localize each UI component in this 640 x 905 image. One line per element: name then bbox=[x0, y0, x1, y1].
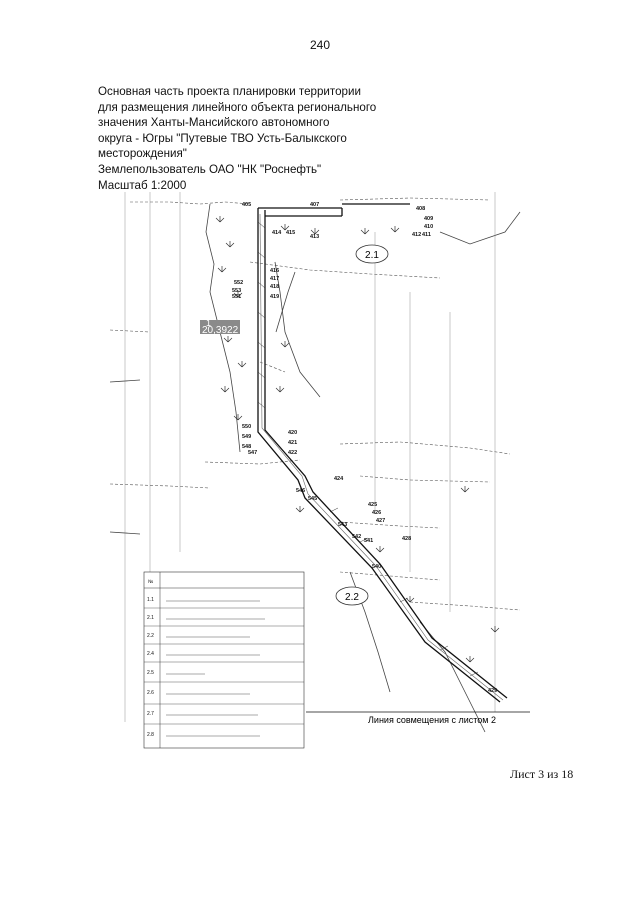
zone-label: 2.1 bbox=[365, 250, 379, 261]
point-label: 405 bbox=[242, 202, 251, 208]
point-label: 547 bbox=[248, 450, 257, 456]
corridor-hatching bbox=[257, 221, 479, 677]
planning-map: 2.1 2.2 1 20,3922 405 407 408 409 410 41… bbox=[110, 192, 530, 749]
point-label: 408 bbox=[416, 206, 425, 212]
point-label: 548 bbox=[242, 444, 251, 450]
point-label: 407 bbox=[310, 202, 319, 208]
point-label: 550 bbox=[242, 424, 251, 430]
plot-label: 1 20,3922 bbox=[200, 318, 240, 336]
legend-row-number: 2.8 bbox=[147, 732, 154, 738]
title-line: месторождения" bbox=[98, 147, 187, 161]
point-label: 425 bbox=[368, 502, 377, 508]
point-label: 420 bbox=[288, 430, 297, 436]
legend-rows bbox=[144, 607, 304, 725]
title-line: округа - Югры "Путевые ТВО Усть-Балыкско… bbox=[98, 131, 347, 145]
point-label: 545 bbox=[308, 496, 317, 502]
plot-area: 20,3922 bbox=[202, 325, 239, 336]
point-labels: 405 407 408 409 410 411 412 413 414 415 … bbox=[232, 202, 497, 694]
match-line-label: Линия совмещения с листом 2 bbox=[368, 715, 496, 725]
legend-row-number: 2.2 bbox=[147, 633, 154, 639]
point-label: 410 bbox=[424, 224, 433, 230]
legend-row-number: 1.1 bbox=[147, 597, 154, 603]
point-label: 412 bbox=[412, 232, 421, 238]
plot-number: 1 bbox=[206, 318, 211, 328]
page-number: 240 bbox=[309, 38, 331, 52]
point-label: 409 bbox=[424, 216, 433, 222]
legend-row-number: 2.6 bbox=[147, 690, 154, 696]
title-line: для размещения линейного объекта региона… bbox=[98, 100, 377, 114]
legend-line-samples bbox=[166, 600, 265, 737]
legend-row-number: 2.1 bbox=[147, 615, 154, 621]
point-label: 541 bbox=[364, 538, 373, 544]
point-label: 549 bbox=[242, 434, 251, 440]
point-label: 415 bbox=[286, 230, 295, 236]
pipeline-corridor bbox=[257, 203, 508, 703]
title-line: Основная часть проекта планировки террит… bbox=[98, 85, 361, 98]
point-label: 429 bbox=[488, 688, 497, 694]
point-label: 417 bbox=[270, 276, 279, 282]
point-label: 427 bbox=[376, 518, 385, 524]
point-label: 419 bbox=[270, 294, 279, 300]
point-label: 421 bbox=[288, 440, 297, 446]
title-line: Масштаб 1:2000 bbox=[98, 178, 187, 192]
legend-row-number: 2.7 bbox=[147, 711, 154, 717]
forest-symbols bbox=[215, 216, 500, 663]
point-label: 546 bbox=[296, 488, 305, 494]
point-label: 543 bbox=[338, 522, 347, 528]
legend-row-number: 2.4 bbox=[147, 651, 154, 657]
title-line: Землепользователь ОАО "НК "Роснефть" bbox=[98, 162, 322, 176]
point-label: 424 bbox=[334, 476, 344, 482]
point-label: 540 bbox=[372, 564, 381, 570]
map-boundaries bbox=[110, 197, 521, 611]
point-label: 428 bbox=[402, 536, 411, 542]
point-label: 422 bbox=[288, 450, 297, 456]
point-label: 553 bbox=[232, 288, 241, 294]
point-label: 418 bbox=[270, 284, 279, 290]
zone-markers: 2.1 2.2 bbox=[335, 244, 389, 606]
title-line: значения Ханты-Мансийского автономного bbox=[98, 116, 330, 130]
point-label: 542 bbox=[352, 534, 361, 540]
point-label: 551 bbox=[232, 294, 241, 300]
point-label: 416 bbox=[270, 268, 279, 274]
point-label: 414 bbox=[272, 230, 282, 236]
point-label: 426 bbox=[372, 510, 381, 516]
sheet-footer: Лист 3 из 18 bbox=[510, 767, 574, 781]
document-title: Основная часть проекта планировки террит… bbox=[98, 84, 398, 193]
legend-table: № 1.1 2.1 2.2 2.4 2.5 2.6 2.7 2.8 bbox=[143, 571, 305, 749]
point-label: 411 bbox=[422, 232, 431, 238]
point-label: 552 bbox=[234, 280, 243, 286]
legend-row-number: № bbox=[148, 579, 153, 585]
point-label: 413 bbox=[310, 234, 319, 240]
legend-row-number: 2.5 bbox=[147, 670, 154, 676]
zone-label: 2.2 bbox=[345, 592, 359, 603]
